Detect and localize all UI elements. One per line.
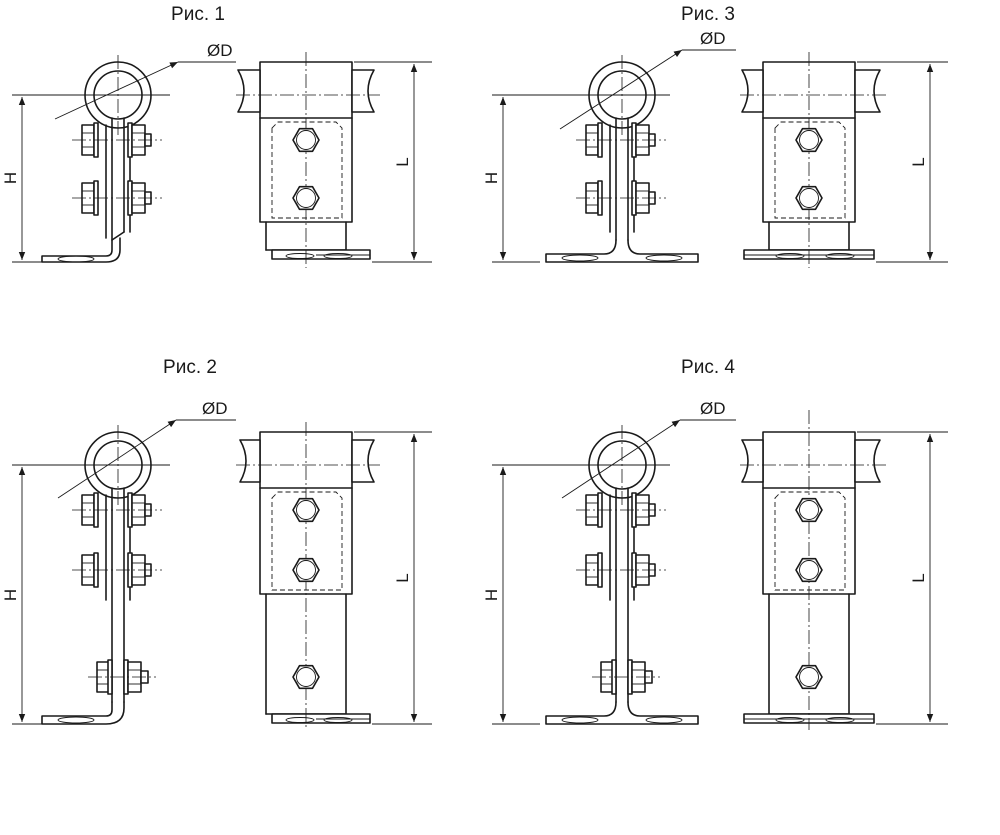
side-view: H ØD [1,399,236,725]
side-view: H ØD [1,41,236,263]
figure-title: Рис. 3 [681,4,735,25]
side-view: H ØD [482,29,736,263]
length-label: L [909,573,928,582]
length-label: L [393,573,412,582]
front-view: L [236,52,432,268]
side-view: H ØD [482,399,736,725]
height-label: H [482,589,501,601]
front-view: L [236,422,432,730]
length-label: L [909,157,928,166]
diameter-label: ØD [700,29,726,48]
height-label: H [482,172,501,184]
figure-2: Рис. 2 H [1,357,432,730]
diameter-label: ØD [202,399,228,418]
figure-title: Рис. 1 [171,4,225,25]
diameter-label: ØD [700,399,726,418]
front-view: L [740,410,948,730]
figure-title: Рис. 4 [681,357,735,378]
figure-1: Рис. 1 H ØD [1,4,432,268]
figure-3: Рис. 3 H ØD [482,4,948,268]
length-label: L [393,157,412,166]
front-view: L [740,52,948,268]
figure-4: Рис. 4 H [482,357,948,730]
diameter-label: ØD [207,41,233,60]
figure-title: Рис. 2 [163,357,217,378]
height-label: H [1,589,20,601]
height-label: H [1,172,20,184]
